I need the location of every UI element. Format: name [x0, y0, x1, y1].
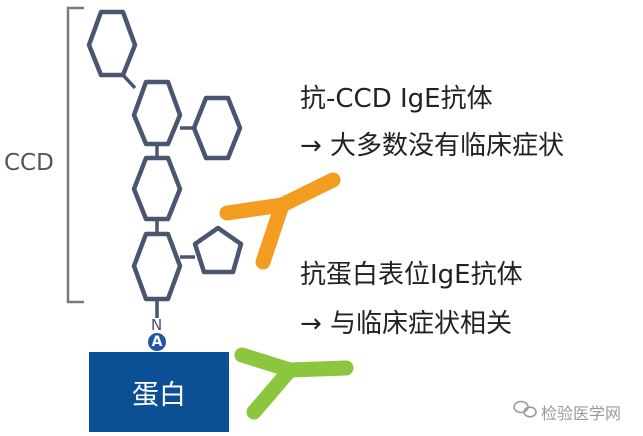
asparagine-badge: A	[146, 331, 168, 353]
watermark-text: 检验医学网	[541, 404, 622, 423]
watermark: 检验医学网	[518, 400, 621, 424]
anti-protein-ige-label: 抗蛋白表位IgE抗体	[300, 260, 523, 290]
glycan-pentagon	[192, 225, 244, 275]
wechat-icon	[513, 400, 537, 418]
antibody-orange-icon	[219, 172, 341, 270]
glycan-bonds	[121, 73, 196, 318]
anti-ccd-note: → 大多数没有临床症状	[300, 131, 565, 161]
ccd-label: CCD	[4, 150, 54, 176]
protein-block: 蛋白	[89, 352, 229, 432]
anti-ccd-ige-label: 抗-CCD IgE抗体	[300, 84, 493, 114]
glycan-ring-5	[131, 231, 183, 302]
glycan-ring-4	[131, 155, 183, 222]
protein-label: 蛋白	[132, 379, 186, 411]
nitrogen-atom-label: N	[151, 316, 163, 334]
anti-protein-note: → 与临床症状相关	[300, 309, 513, 339]
glycan-ring-1	[86, 9, 138, 78]
glycan-ring-3	[191, 95, 243, 161]
ccd-bracket	[66, 6, 84, 304]
glycan-ring-2	[131, 79, 183, 147]
antibody-green-icon	[234, 347, 354, 420]
